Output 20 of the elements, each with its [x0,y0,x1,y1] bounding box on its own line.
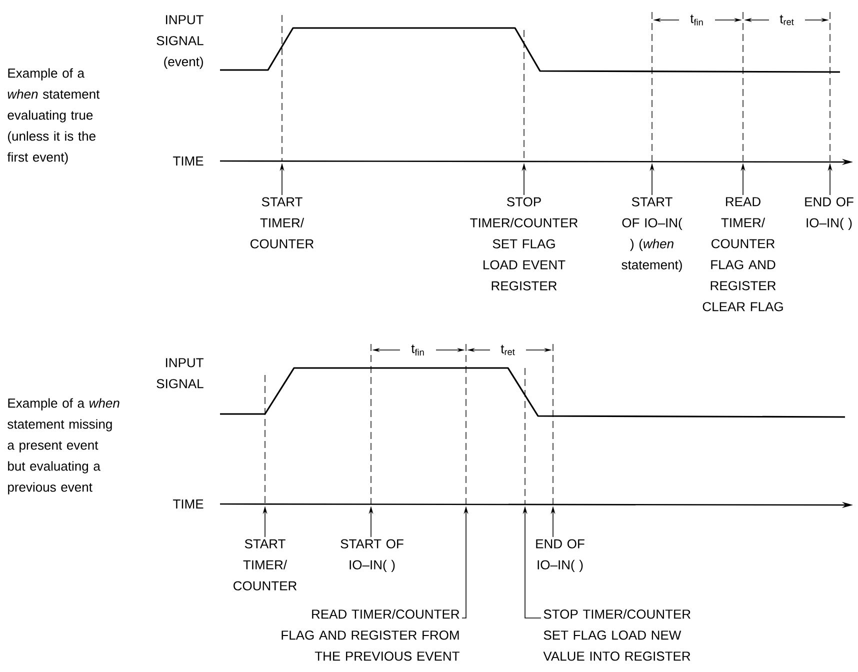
event-label: START OF IO–IN( ) (when statement) [622,197,682,272]
event-label: STOP TIMER/COUNTER SET FLAG LOAD EVENT REGISTER [470,197,578,290]
event-label: READ TIMER/COUNTER FLAG AND REGISTER FROM THE PREVIOUS EVENT [282,609,460,661]
event-label: END OF IO–IN( ) [805,197,854,230]
signal-label: INPUT SIGNAL [156,358,204,388]
event-label: START TIMER/ COUNTER [250,197,314,248]
description-text: Example of a when statement missing a present event but evaluating a previous event [8,398,120,494]
description-text: Example of a when statement evaluating true (unless it is the first event) [7,68,100,164]
event-label: END OF IO–IN( ) [536,539,584,572]
duration-label: t$_{ret}$ [780,14,794,26]
event-label: START TIMER/ COUNTER [234,539,297,590]
event-label: STOP TIMER/COUNTER SET FLAG LOAD NEW VALUE INTO REGISTER [543,609,690,661]
axis-label: TIME [173,500,204,508]
signal-label: INPUT SIGNAL (event) [156,15,204,69]
event-label: READ TIMER/ COUNTER FLAG AND REGISTER CLEAR FLAG [702,197,783,312]
duration-label: t$_{fin}$ [690,14,703,26]
event-label: START OF IO–IN( ) [340,539,404,572]
duration-label: t$_{fin}$ [411,344,424,356]
duration-label: t$_{ret}$ [500,344,515,356]
axis-label: TIME [173,156,204,166]
